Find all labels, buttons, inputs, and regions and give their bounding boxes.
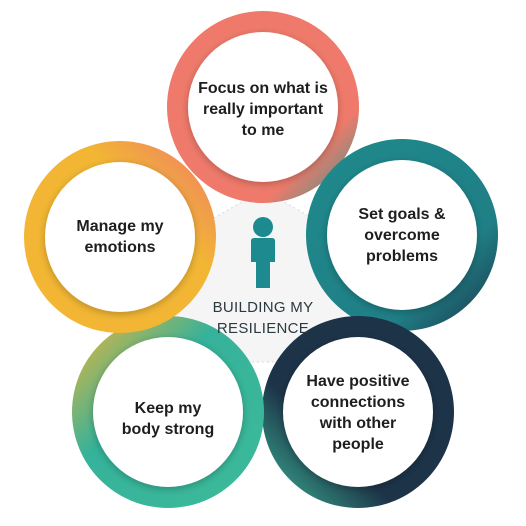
node-goals-label: Set goals & overcome problems [358, 206, 446, 265]
disc-emotions [45, 162, 195, 312]
disc-body [93, 337, 243, 487]
disc-goals [327, 160, 477, 310]
disc-connections [283, 337, 433, 487]
node-emotions-label: Manage my emotions [76, 218, 164, 256]
disc-focus [188, 32, 338, 182]
person-icon [251, 217, 275, 288]
center-title: BUILDING MY RESILIENCE [212, 299, 314, 337]
node-focus-label: Focus on what is really important to me [198, 80, 328, 139]
node-connections-label: Have positive connections with other peo… [306, 373, 410, 453]
node-body-label: Keep my body strong [121, 400, 215, 438]
inner-discs [45, 32, 477, 487]
